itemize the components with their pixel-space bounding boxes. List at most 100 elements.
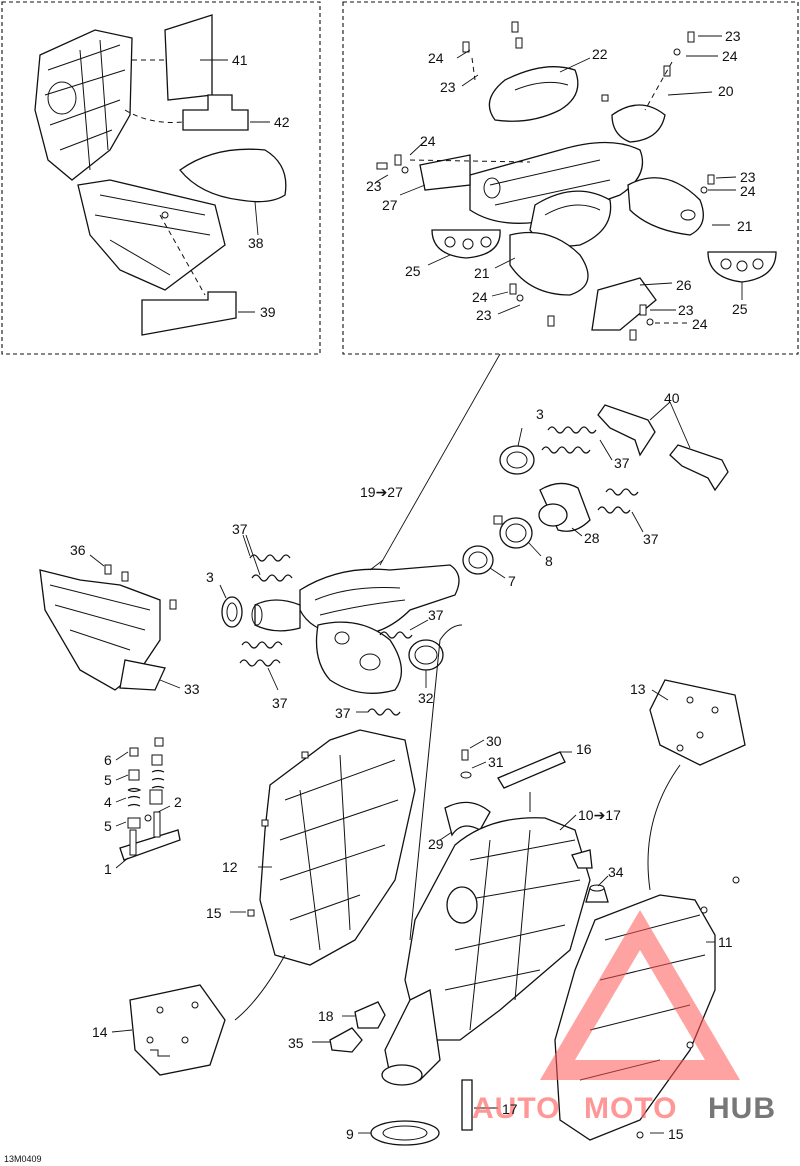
part-air-intake-housing — [34, 29, 133, 181]
part-28-pipe — [538, 482, 591, 537]
label-12: 12 — [222, 859, 238, 875]
label-25-b: 25 — [732, 301, 748, 317]
part-13-plate — [647, 679, 746, 891]
label-24-a: 24 — [428, 50, 444, 66]
part-18-bracket — [342, 1001, 386, 1029]
part-39-plate — [141, 214, 255, 336]
part-35-bracket — [312, 1027, 363, 1053]
part-air-box-base — [77, 179, 226, 291]
label-24-b: 24 — [722, 48, 738, 64]
label-37-a: 37 — [614, 455, 630, 471]
label-24-e: 24 — [472, 289, 488, 305]
label-18: 18 — [318, 1008, 334, 1024]
part-37-springs-right — [597, 488, 644, 533]
label-23-a: 23 — [440, 79, 456, 95]
label-34: 34 — [608, 864, 624, 880]
part-3-ring-top — [499, 427, 535, 475]
part-25-gasket-left — [427, 229, 501, 266]
label-40: 40 — [664, 390, 680, 406]
label-26: 26 — [676, 277, 692, 293]
part-10-17-muffler — [381, 624, 591, 1086]
part-21-lower-shield — [494, 231, 589, 296]
label-37-c: 37 — [232, 521, 248, 537]
label-38: 38 — [248, 235, 264, 251]
part-3-ring-left — [219, 584, 243, 628]
hardware-bolts-right-box — [376, 21, 715, 341]
label-7: 7 — [508, 573, 516, 589]
part-34-mount — [571, 849, 609, 903]
part-26-shield — [591, 277, 673, 331]
label-30: 30 — [486, 733, 502, 749]
label-37-f: 37 — [335, 705, 351, 721]
label-1: 1 — [104, 861, 112, 877]
part-37-springs-center — [379, 619, 429, 639]
detail-box-right — [342, 1, 799, 355]
label-23-c: 23 — [366, 178, 382, 194]
part-21-heat-shield-a — [529, 190, 612, 247]
watermark-text-moto: MOTO — [584, 1092, 677, 1125]
label-9: 9 — [346, 1126, 354, 1142]
part-8-clamp — [493, 515, 542, 557]
part-32-ring — [408, 639, 444, 688]
label-4: 4 — [104, 794, 112, 810]
label-37-b: 37 — [643, 531, 659, 547]
part-37-springs-left — [242, 534, 293, 582]
label-3-a: 3 — [536, 406, 544, 422]
label-25-a: 25 — [405, 263, 421, 279]
label-21-b: 21 — [737, 218, 753, 234]
part-27-shield — [399, 154, 531, 196]
label-31: 31 — [488, 754, 504, 770]
label-37-d: 37 — [272, 695, 288, 711]
label-35: 35 — [288, 1035, 304, 1051]
part-40-brackets — [597, 401, 729, 492]
label-24-g: 24 — [692, 316, 708, 332]
label-15-a: 15 — [206, 905, 222, 921]
label-23-e: 23 — [476, 307, 492, 323]
watermark-text-hub: HUB — [708, 1092, 776, 1125]
label-5-a: 5 — [104, 772, 112, 788]
label-22: 22 — [592, 46, 608, 62]
label-28: 28 — [584, 530, 600, 546]
label-11: 11 — [718, 934, 733, 950]
label-3-b: 3 — [206, 569, 214, 585]
label-41: 41 — [232, 52, 248, 68]
part-37-spring-mid — [356, 708, 401, 716]
detail-box-left — [1, 1, 321, 355]
label-16: 16 — [576, 741, 592, 757]
label-32: 32 — [418, 690, 434, 706]
part-1-6-mount-assembly — [115, 737, 181, 869]
label-19-27: 19➔27 — [360, 484, 403, 500]
label-29: 29 — [428, 836, 444, 852]
label-13: 13 — [630, 681, 646, 697]
part-33-heat-shield — [39, 554, 181, 691]
part-25-gasket-right — [707, 251, 777, 300]
label-23-b: 23 — [725, 28, 741, 44]
drawing-code: 13M0409 — [4, 1154, 42, 1164]
label-14: 14 — [92, 1024, 108, 1040]
label-5-b: 5 — [104, 818, 112, 834]
label-6: 6 — [104, 752, 112, 768]
part-20-heat-shield — [611, 91, 713, 143]
part-17-strip — [461, 1079, 498, 1131]
label-23-d: 23 — [740, 169, 756, 185]
part-exhaust-manifold-upper — [469, 141, 644, 224]
label-8: 8 — [545, 553, 553, 569]
label-27: 27 — [382, 197, 398, 213]
label-23-f: 23 — [678, 302, 694, 318]
part-12-heat-shield — [230, 729, 416, 1021]
part-22-heat-shield — [488, 57, 591, 122]
label-39: 39 — [260, 304, 276, 320]
part-42-bracket — [124, 94, 270, 131]
part-38-foam — [179, 148, 287, 236]
part-21-heat-shield-b — [627, 177, 730, 236]
watermark-triangle-logo — [540, 910, 740, 1080]
label-21-a: 21 — [474, 265, 490, 281]
leader-box-to-manifold — [379, 353, 501, 566]
part-37-springs-lower-left — [239, 641, 283, 691]
watermark: AUTO MOTO HUB — [472, 910, 776, 1125]
part-14-plate — [111, 984, 226, 1076]
part-41-seal — [132, 14, 228, 101]
label-24-d: 24 — [740, 183, 756, 199]
watermark-text-auto: AUTO — [472, 1092, 560, 1125]
